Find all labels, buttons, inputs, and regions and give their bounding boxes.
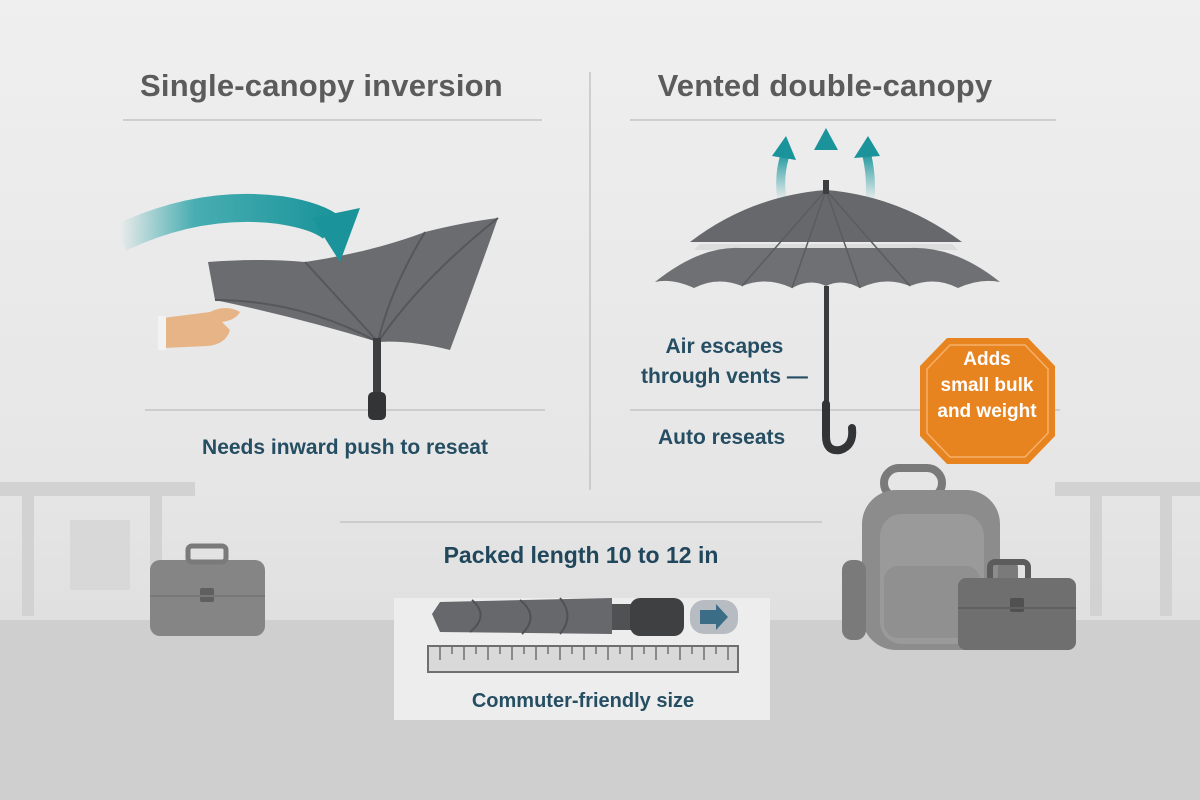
air-escape-line1: Air escapes bbox=[665, 335, 784, 358]
inversion-caption: Needs inward push to reseat bbox=[202, 436, 488, 459]
bulk-badge-text: Adds small bulk and weight bbox=[920, 347, 1054, 425]
vent-airflow-arrow-icon bbox=[772, 128, 880, 201]
badge-line1: Adds bbox=[963, 349, 1011, 370]
left-title: Single-canopy inversion bbox=[140, 68, 503, 103]
auto-reseat-caption: Auto reseats bbox=[658, 426, 786, 449]
briefcase-icon-right bbox=[958, 559, 1076, 650]
inverted-umbrella bbox=[208, 217, 499, 420]
dividers bbox=[123, 72, 1060, 523]
air-escape-caption: Air escapes through vents — bbox=[641, 332, 808, 392]
bulk-badge bbox=[920, 338, 1055, 464]
bulk-badge-border bbox=[926, 344, 1049, 458]
wind-arrow-icon bbox=[113, 193, 360, 262]
badge-line3: and weight bbox=[937, 401, 1037, 422]
folded-umbrella-icon bbox=[432, 597, 738, 636]
packed-length-heading: Packed length 10 to 12 in bbox=[443, 542, 719, 568]
vented-umbrella bbox=[655, 180, 1000, 455]
badge-line2: small bulk bbox=[940, 375, 1034, 396]
ruler-icon bbox=[427, 645, 739, 673]
air-escape-line2: through vents — bbox=[641, 365, 808, 388]
hand-icon bbox=[158, 308, 240, 350]
briefcase-icon bbox=[150, 543, 265, 636]
right-title: Vented double-canopy bbox=[657, 68, 993, 103]
commuter-size-caption: Commuter-friendly size bbox=[471, 690, 695, 712]
